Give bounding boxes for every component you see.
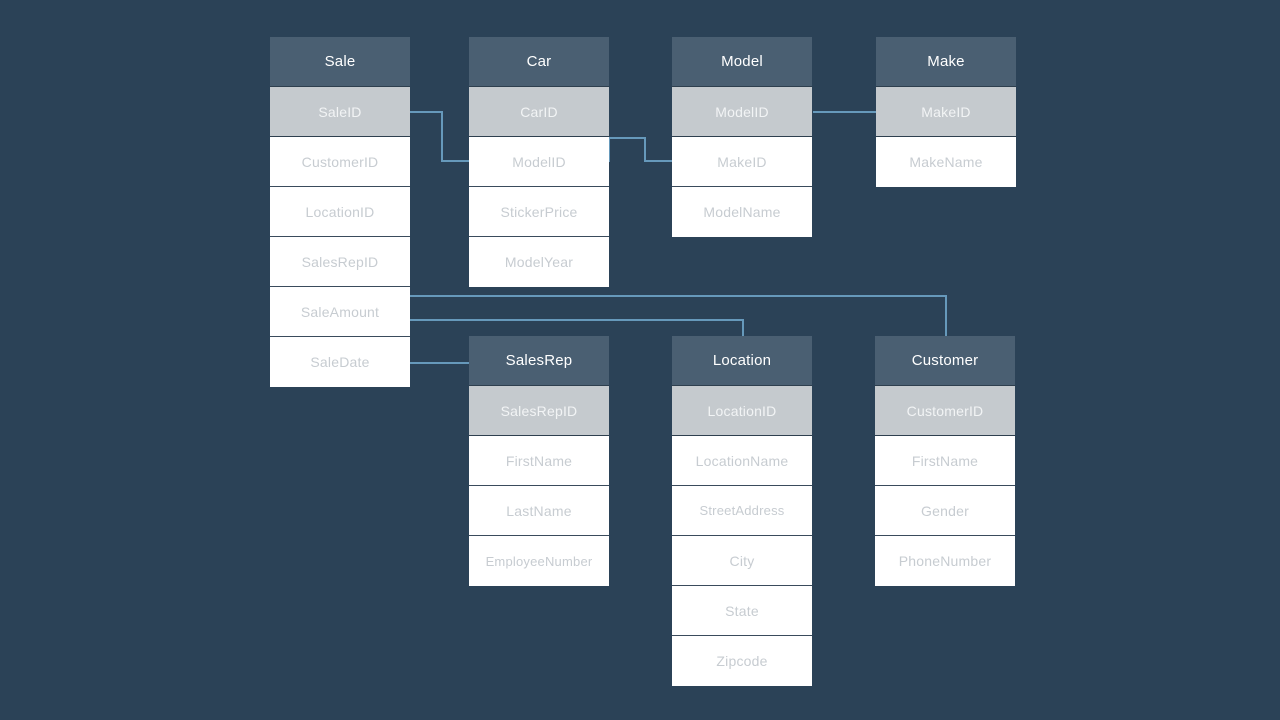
field-salesrep-lastname[interactable]: LastName [469,486,609,536]
field-model-makeid[interactable]: MakeID [672,137,812,187]
entity-title-location: Location [672,336,812,386]
pk-field-sale-saleid[interactable]: SaleID [270,87,410,137]
field-location-city[interactable]: City [672,536,812,586]
field-salesrep-employeenumber[interactable]: EmployeeNumber [469,536,609,586]
field-sale-salesrepid[interactable]: SalesRepID [270,237,410,287]
pk-field-car-carid[interactable]: CarID [469,87,609,137]
entity-title-customer: Customer [875,336,1015,386]
entity-title-make: Make [876,37,1016,87]
field-car-stickerprice[interactable]: StickerPrice [469,187,609,237]
connector-car-to-sale [409,111,470,162]
field-car-modelyear[interactable]: ModelYear [469,237,609,287]
pk-field-salesrep-salesrepid[interactable]: SalesRepID [469,386,609,436]
field-location-state[interactable]: State [672,586,812,636]
field-customer-firstname[interactable]: FirstName [875,436,1015,486]
connector-sale-to-location [409,319,744,337]
pk-field-customer-customerid[interactable]: CustomerID [875,386,1015,436]
entity-title-salesrep: SalesRep [469,336,609,386]
field-sale-saledate[interactable]: SaleDate [270,337,410,387]
connector-sale-to-customer [409,295,947,337]
field-sale-locationid[interactable]: LocationID [270,187,410,237]
pk-field-model-modelid[interactable]: ModelID [672,87,812,137]
entity-title-sale: Sale [270,37,410,87]
pk-field-location-locationid[interactable]: LocationID [672,386,812,436]
field-location-streetaddress[interactable]: StreetAddress [672,486,812,536]
field-sale-customerid[interactable]: CustomerID [270,137,410,187]
field-location-zipcode[interactable]: Zipcode [672,636,812,686]
connector-model-to-car [608,137,673,162]
entity-title-model: Model [672,37,812,87]
field-customer-phonenumber[interactable]: PhoneNumber [875,536,1015,586]
field-model-modelname[interactable]: ModelName [672,187,812,237]
field-car-modelid[interactable]: ModelID [469,137,609,187]
field-customer-gender[interactable]: Gender [875,486,1015,536]
field-make-makename[interactable]: MakeName [876,137,1016,187]
field-salesrep-firstname[interactable]: FirstName [469,436,609,486]
pk-field-make-makeid[interactable]: MakeID [876,87,1016,137]
field-location-locationname[interactable]: LocationName [672,436,812,486]
field-sale-saleamount[interactable]: SaleAmount [270,287,410,337]
entity-title-car: Car [469,37,609,87]
